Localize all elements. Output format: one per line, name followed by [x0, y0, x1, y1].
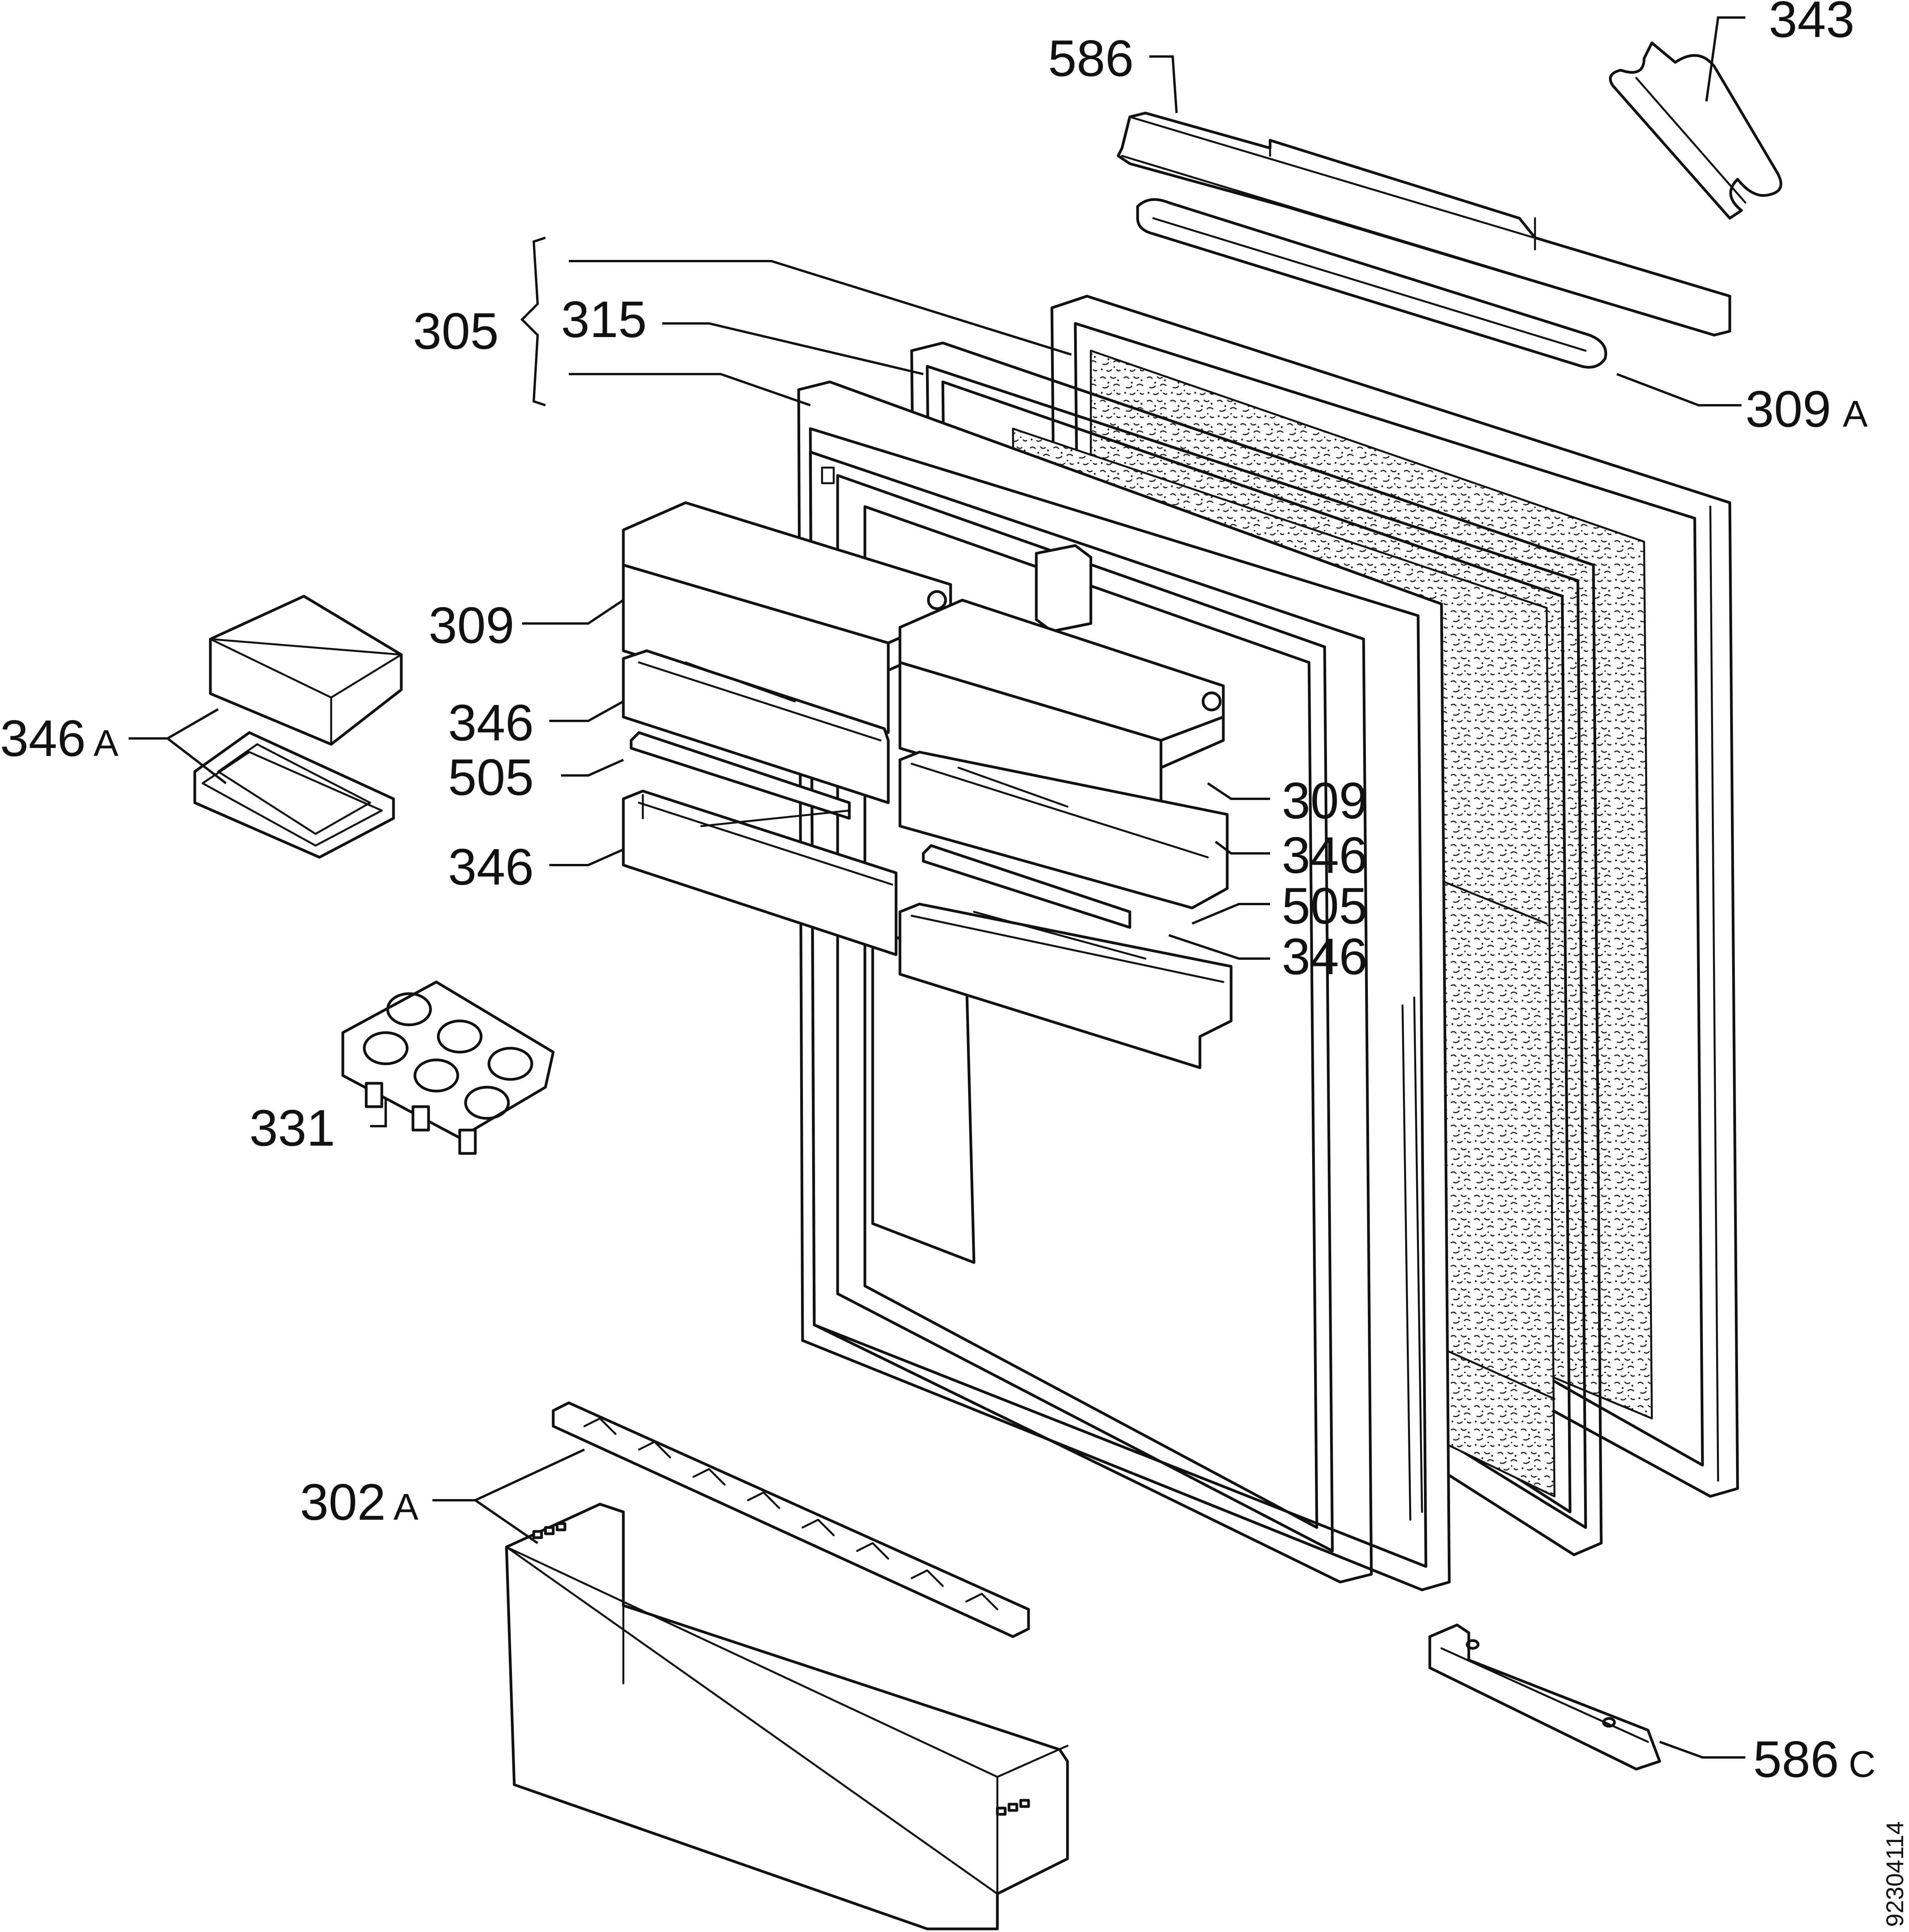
label-346a-number: 346 — [0, 710, 86, 767]
shelf-346-lower-right — [898, 902, 1233, 1069]
bottle-rail-302a — [552, 1401, 1030, 1638]
strip-309a — [1136, 198, 1607, 369]
label-315: 315 — [561, 291, 647, 348]
shelf-346-upper-left — [622, 649, 890, 804]
drawing-code: 92304114 — [1882, 1821, 1909, 1927]
label-309-right: 309 — [1282, 772, 1367, 829]
label-343: 343 — [1769, 0, 1854, 48]
bottle-shelf-302a — [505, 1503, 1069, 1930]
label-302a-number: 302 — [300, 1473, 386, 1531]
label-586c-number: 586 — [1753, 1731, 1839, 1788]
shelf-346-upper-right — [898, 751, 1229, 909]
label-346-upper-left: 346 — [448, 694, 534, 751]
egg-tray-331 — [341, 980, 555, 1155]
label-586c-suffix: C — [1849, 1743, 1875, 1785]
label-505-left: 505 — [448, 749, 534, 806]
label-346a-suffix: A — [94, 722, 118, 764]
label-505-right: 505 — [1282, 877, 1367, 934]
label-309a-suffix: A — [1843, 393, 1868, 435]
label-305: 305 — [413, 302, 499, 360]
label-331: 331 — [249, 1099, 335, 1157]
leader-lines — [129, 16, 1745, 1759]
top-rail-586 — [1117, 111, 1731, 337]
label-302a-suffix: A — [393, 1486, 418, 1528]
box-309-right — [898, 599, 1225, 828]
bar-505-right — [922, 844, 1131, 929]
label-346-lower-left: 346 — [448, 838, 534, 895]
label-346-lower-right: 346 — [1282, 928, 1367, 985]
butter-box-346a — [193, 595, 403, 859]
label-586: 586 — [1048, 30, 1134, 87]
bracket-586c — [1428, 1623, 1661, 1771]
label-309a-number: 309 — [1745, 380, 1831, 438]
shelf-346-lower-left — [622, 789, 898, 956]
clip-343 — [1609, 41, 1782, 220]
label-309-left: 309 — [429, 597, 514, 654]
label-346-upper-right: 346 — [1282, 826, 1367, 884]
